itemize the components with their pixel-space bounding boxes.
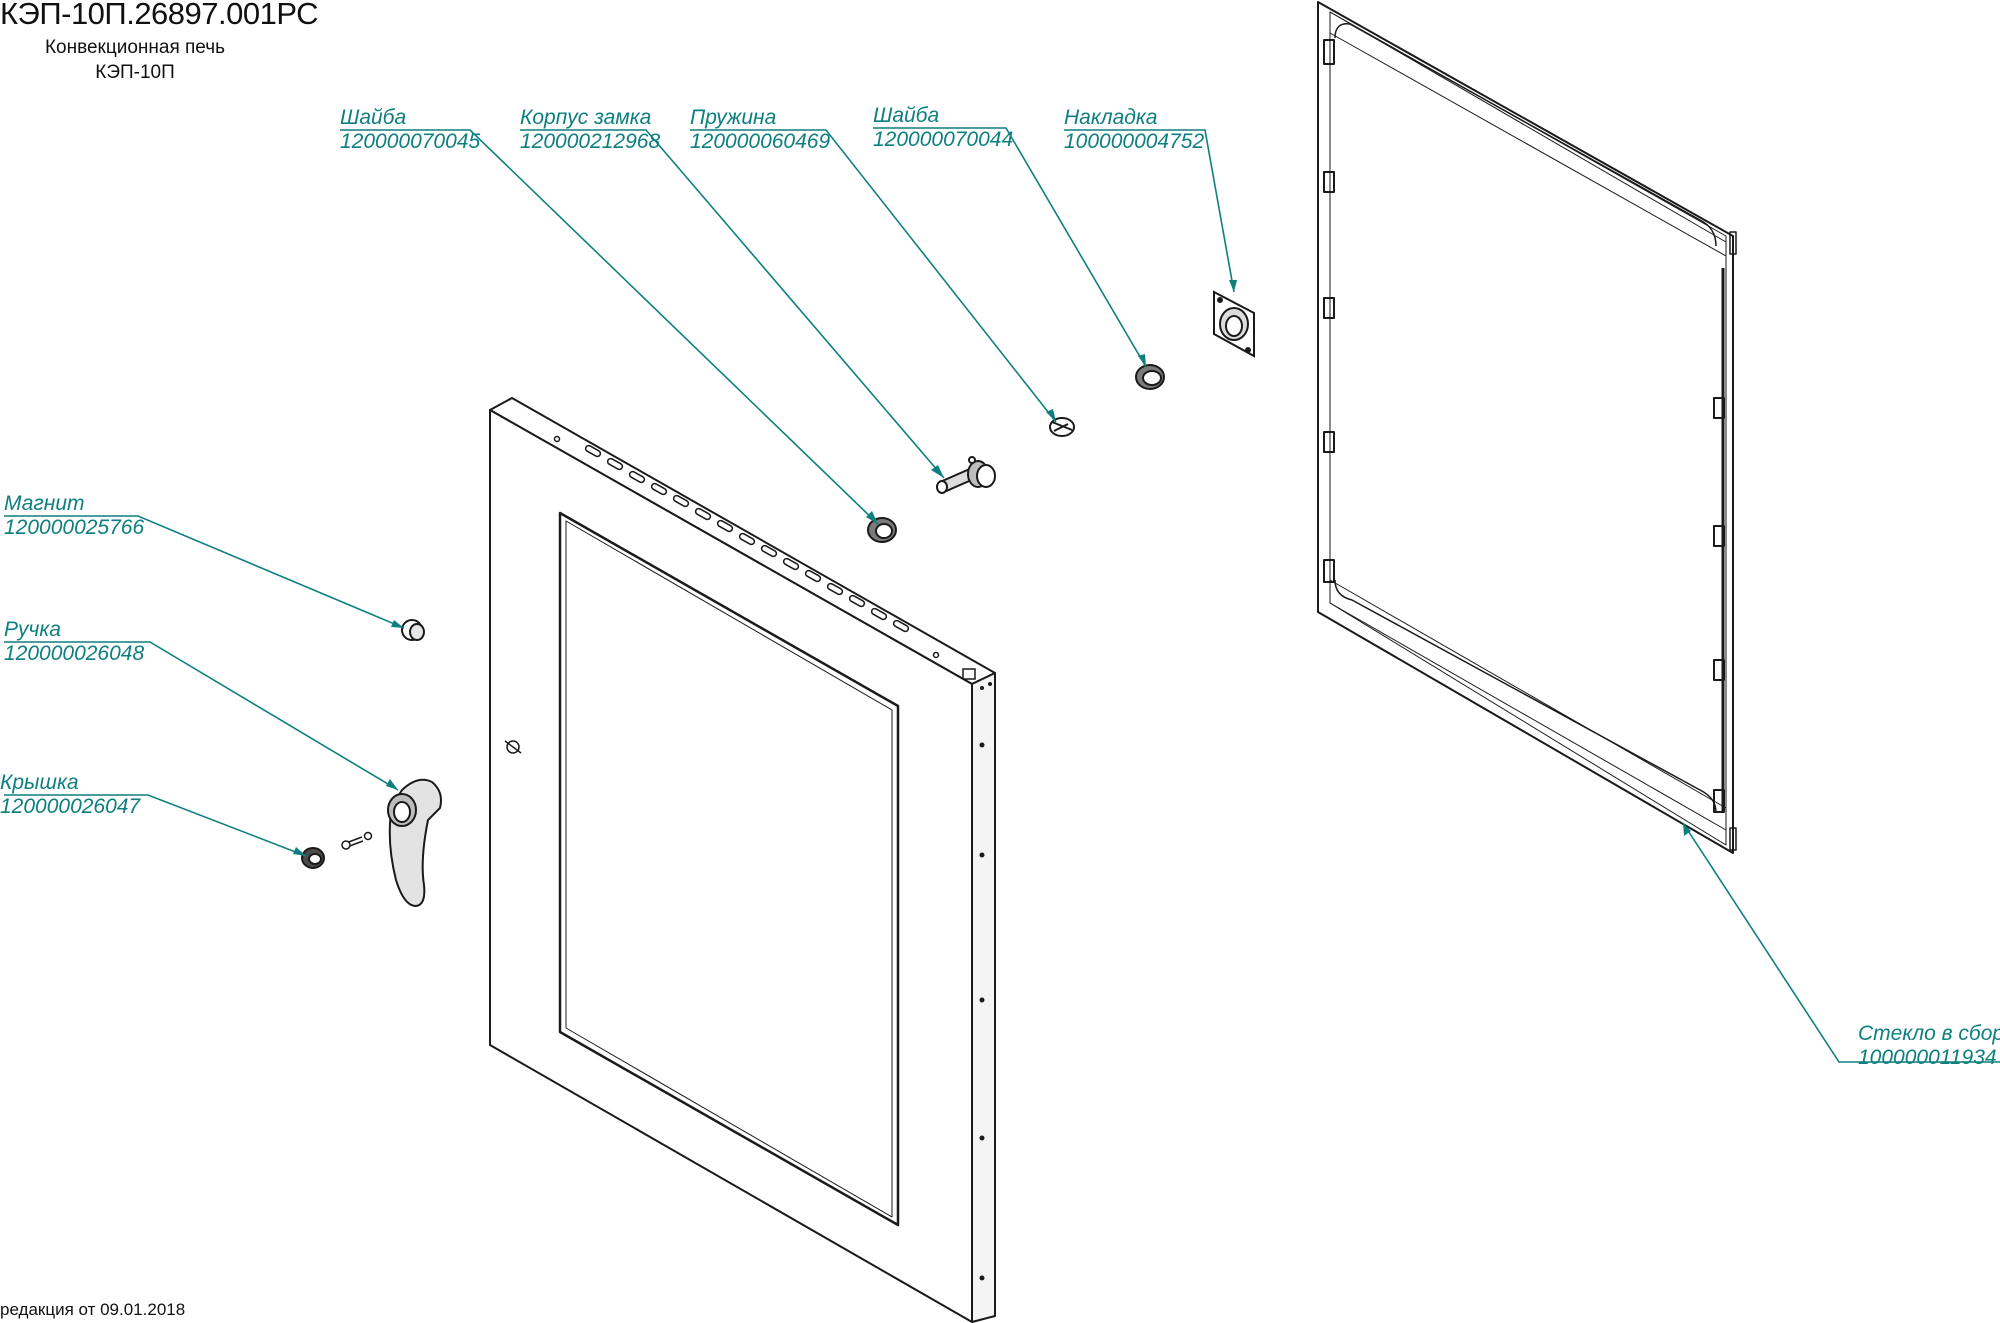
callout-part-number: 120000025766: [4, 516, 145, 539]
overlay-plate: [1213, 290, 1255, 358]
callout-name: Шайба: [340, 106, 407, 129]
callout-handle: Ручка 120000026048: [4, 618, 144, 666]
callout-part-number: 120000070044: [873, 128, 1014, 151]
callout-washer-1: Шайба 120000070045: [340, 106, 480, 154]
cap-part: [301, 847, 325, 869]
spring-part: [1049, 417, 1075, 437]
callout-part-number: 100000011934: [1858, 1046, 1997, 1069]
callout-part-number: 120000060469: [690, 130, 831, 153]
revision-note: редакция от 09.01.2018: [0, 1300, 186, 1319]
callout-glass: Стекло в сборе 100000011934: [1858, 1022, 2000, 1070]
callout-name: Стекло в сборе: [1858, 1022, 2000, 1045]
callout-part-number: 120000070045: [340, 130, 481, 153]
leader-lock-body: [520, 129, 945, 479]
callout-name: Ручка: [4, 618, 61, 641]
callout-cap: Крышка 120000026047: [0, 771, 140, 819]
document-code: КЭП-10П.26897.001РС: [0, 0, 319, 31]
callout-part-number: 120000026047: [0, 795, 141, 818]
callout-washer-2: Шайба 120000070044: [873, 104, 1013, 152]
glass-assembly: [1317, 1, 1737, 854]
door-lock-hole: [504, 740, 522, 754]
door-side-holes: [979, 682, 992, 1281]
leader-lines: [4, 127, 2000, 1063]
callout-name: Шайба: [873, 104, 940, 127]
magnet-part: [401, 619, 425, 641]
handle-part: [387, 778, 442, 908]
callout-part-number: 120000212968: [520, 130, 661, 153]
callout-spring: Пружина 120000060469: [690, 106, 830, 154]
screw-part: [341, 831, 373, 850]
door-top-slots: [553, 435, 940, 659]
leader-handle: [4, 641, 399, 791]
corner-bracket: [962, 668, 976, 680]
callout-name: Крышка: [0, 771, 79, 794]
leader-arrowheads: [293, 280, 1691, 856]
callout-lock-body: Корпус замка 120000212968: [520, 106, 660, 154]
callout-magnet: Магнит 120000025766: [4, 492, 144, 540]
lock-body-part: [936, 456, 996, 494]
callout-name: Магнит: [4, 492, 85, 515]
leader-spring: [690, 129, 1057, 423]
leader-magnet: [4, 515, 405, 629]
leader-glass: [1682, 822, 2000, 1063]
callout-name: Корпус замка: [520, 106, 652, 129]
leader-cap: [4, 794, 307, 857]
door-frame: [489, 397, 996, 1323]
callout-part-number: 120000026048: [4, 642, 145, 665]
callout-name: Пружина: [690, 106, 777, 129]
callout-name: Накладка: [1064, 106, 1158, 129]
washer-2-part: [1135, 364, 1165, 390]
document-model: КЭП-10П: [95, 62, 175, 83]
callout-part-number: 100000004752: [1064, 130, 1205, 153]
leader-overlay: [1064, 129, 1235, 293]
leader-washer-2: [873, 127, 1147, 368]
callout-overlay: Накладка 100000004752: [1064, 106, 1204, 154]
leader-washer-1: [340, 129, 879, 525]
washer-1-part: [867, 517, 897, 543]
document-subtitle: Конвекционная печь: [44, 37, 226, 58]
